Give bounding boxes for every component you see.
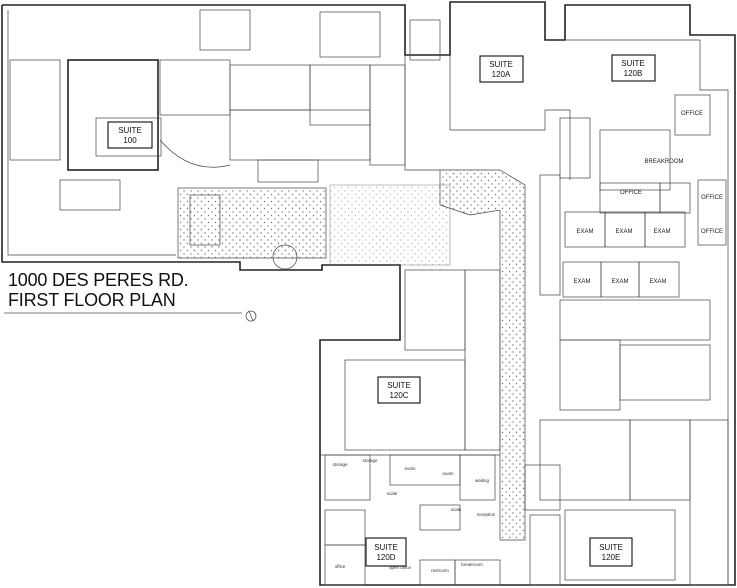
suite-100-label: SUITE 100 bbox=[107, 121, 153, 149]
svg-text:storage: storage bbox=[362, 458, 378, 463]
room-breakroom: BREAKROOM bbox=[644, 159, 683, 165]
room-office: OFFICE bbox=[681, 111, 703, 117]
svg-text:exam: exam bbox=[442, 471, 453, 476]
svg-text:scale: scale bbox=[387, 491, 398, 496]
room-exam: EXAM bbox=[611, 279, 628, 285]
svg-text:SUITE: SUITE bbox=[374, 543, 398, 552]
common-corridor bbox=[177, 169, 526, 541]
svg-text:SUITE: SUITE bbox=[489, 60, 513, 69]
room-exam: EXAM bbox=[653, 229, 670, 235]
room-exam: EXAM bbox=[576, 229, 593, 235]
svg-text:office: office bbox=[335, 564, 346, 569]
plan-title-floor: FIRST FLOOR PLAN bbox=[8, 290, 176, 310]
suite-120d-rooms bbox=[324, 454, 561, 586]
svg-text:120B: 120B bbox=[624, 69, 643, 78]
suite-120a-label: SUITE 120A bbox=[479, 55, 524, 83]
room-office: OFFICE bbox=[701, 195, 723, 201]
svg-text:storage: storage bbox=[332, 462, 348, 467]
room-office: OFFICE bbox=[620, 190, 642, 196]
svg-text:SUITE: SUITE bbox=[387, 381, 411, 390]
svg-text:120E: 120E bbox=[602, 553, 621, 562]
suite-120b-label: SUITE 120B bbox=[611, 54, 656, 82]
svg-text:exam: exam bbox=[404, 466, 415, 471]
svg-text:120C: 120C bbox=[389, 391, 408, 400]
svg-text:scale: scale bbox=[451, 507, 462, 512]
suite-120e-label: SUITE 120E bbox=[589, 537, 633, 567]
room-office: OFFICE bbox=[701, 229, 723, 235]
svg-text:SUITE: SUITE bbox=[118, 126, 142, 135]
room-exam: EXAM bbox=[615, 229, 632, 235]
room-exam: EXAM bbox=[649, 279, 666, 285]
room-labels: OFFICE BREAKROOM OFFICE OFFICE OFFICE EX… bbox=[573, 111, 723, 285]
svg-text:SUITE: SUITE bbox=[621, 59, 645, 68]
svg-text:restroom: restroom bbox=[431, 568, 449, 573]
svg-text:120D: 120D bbox=[376, 553, 395, 562]
suite-120e-rooms bbox=[529, 419, 729, 586]
svg-text:breakroom: breakroom bbox=[461, 562, 483, 567]
north-arrow-icon bbox=[245, 310, 257, 322]
svg-text:100: 100 bbox=[123, 136, 137, 145]
suite-120a-120b-rooms bbox=[404, 55, 727, 411]
svg-text:reception: reception bbox=[477, 512, 496, 517]
suite-120d-room-labels: storage storage exam exam waiting scale … bbox=[332, 458, 495, 573]
room-exam: EXAM bbox=[573, 279, 590, 285]
suite-120c-rooms bbox=[320, 269, 501, 456]
svg-text:SUITE: SUITE bbox=[599, 543, 623, 552]
suite-120c-label: SUITE 120C bbox=[377, 376, 421, 404]
svg-text:120A: 120A bbox=[492, 70, 511, 79]
svg-text:waiting: waiting bbox=[475, 478, 490, 483]
svg-text:open office: open office bbox=[389, 565, 411, 570]
plan-title-address: 1000 DES PERES RD. bbox=[8, 270, 189, 290]
suite-120d-label: SUITE 120D bbox=[365, 537, 407, 567]
